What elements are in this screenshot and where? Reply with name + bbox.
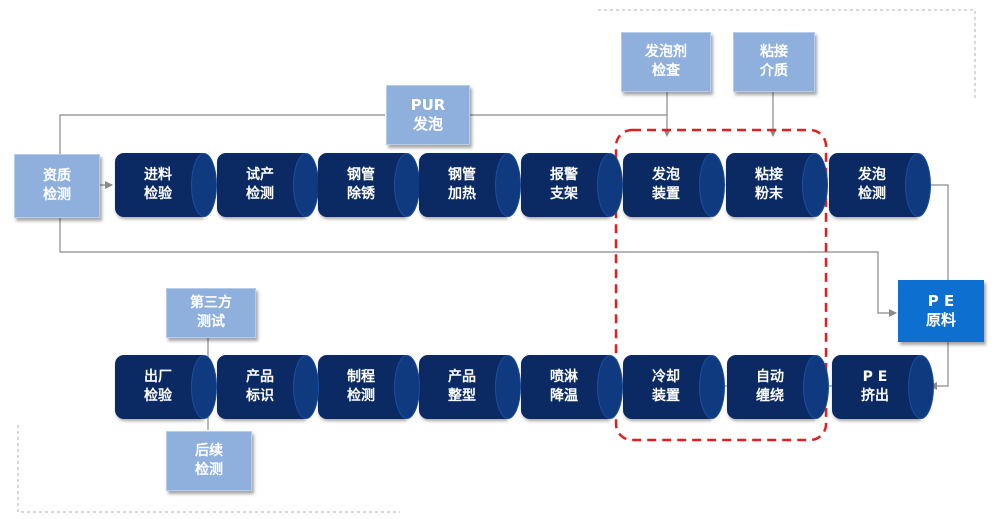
third-party-test-box: 第三方 测试 [166,288,256,338]
qualification-check-box: 资质 检测 [14,154,100,218]
step-label: 试产 检测 [246,167,274,202]
step-label: 喷淋 降温 [550,369,578,404]
foam-agent-check-box: 发泡剂 检查 [621,32,711,92]
step-label: 发泡 检测 [858,167,886,202]
step-label: 出厂 检验 [144,369,172,404]
connector-top-bus [59,114,385,155]
step-label: 发泡 装置 [652,167,680,202]
follow-up-test-box: 后续 检测 [166,431,252,491]
step-label: 报警 支架 [550,167,578,202]
step-label: 钢管 除锈 [347,167,375,202]
step-label: 粘接 粉末 [755,167,783,202]
pur-foam-box: PUR 发泡 [386,85,470,145]
step-label: 冷却 装置 [652,369,680,404]
step-label: 进料 检验 [144,167,172,202]
pe-material-box: P E 原料 [898,280,984,342]
step-label: 制程 检测 [347,369,375,404]
connector-pur-to-foam [470,114,671,137]
bond-medium-box: 粘接 介质 [733,32,815,92]
dashed-frame-bottom [17,425,400,513]
step-label: 钢管 加热 [448,167,476,202]
step-label: P E 挤出 [861,369,889,404]
step-label: 产品 整型 [448,369,476,404]
step-label: 产品 标识 [246,369,274,404]
step-label: 自动 缠绕 [756,369,784,404]
highlight-frame [614,128,828,442]
connector-bottom-bus [59,218,897,317]
